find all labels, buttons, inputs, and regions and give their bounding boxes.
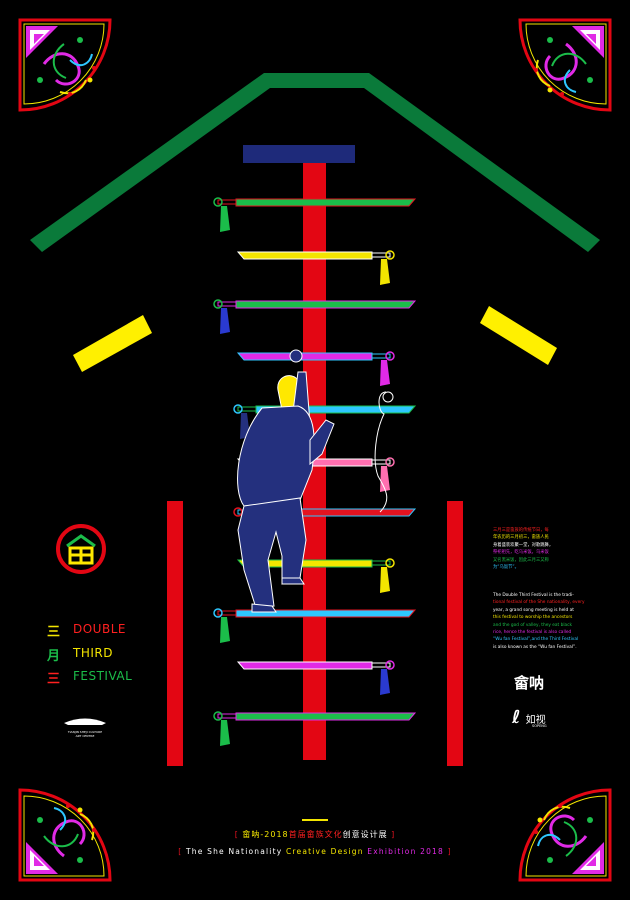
description-en: The Double Third Festival is the tradi- … <box>493 593 585 650</box>
title-char-3: 三 <box>47 672 61 687</box>
corner-ornament-3 <box>18 788 112 882</box>
knife-rung-11 <box>213 711 417 746</box>
roof-shape <box>30 73 600 252</box>
title-word-third: THIRD <box>73 646 113 660</box>
knife-rung-8 <box>236 558 395 593</box>
climbing-figure <box>237 349 335 613</box>
knife-rung-4 <box>236 351 395 386</box>
footer-title-en: [ The She Nationality Creative Design Ex… <box>178 847 452 856</box>
right-window-block <box>480 306 557 365</box>
knife-rung-3 <box>213 299 417 334</box>
knife-rung-10 <box>236 660 395 695</box>
knife-rung-2 <box>236 250 395 285</box>
right-pillar <box>447 501 463 766</box>
title-char-2: 月 <box>47 649 61 664</box>
description-cn: 三月三是畲族的传统节日，每 年农历的三月初三，畲族人民 身着盛装欢聚一堂，对歌跳… <box>493 528 554 571</box>
she-na-logo: 畲呐 <box>514 674 545 692</box>
brand-mark-icon: ℓ <box>512 707 521 728</box>
she-emblem <box>56 524 106 574</box>
lintel-bar <box>243 145 355 163</box>
title-word-festival: FESTIVAL <box>73 669 133 683</box>
brand-logo: ℓ 如视 SOPENG <box>512 707 547 728</box>
corner-ornament-1 <box>18 18 112 112</box>
sponsor-logo: TIANJIN SHEJI CULTURE ART CENTRE <box>62 711 108 738</box>
footer-underline <box>302 819 328 821</box>
knife-rung-1 <box>213 197 417 232</box>
title-word-double: DOUBLE <box>73 622 126 636</box>
footer-title-cn: [ 畲呐-2018首届畲族文化创意设计展 ] <box>234 830 396 839</box>
corner-ornament-2 <box>518 18 612 112</box>
knife-rung-9 <box>213 608 417 643</box>
figure-legs <box>237 497 307 609</box>
corner-ornament-4 <box>518 788 612 882</box>
corner-ornaments <box>18 18 612 882</box>
rope-line <box>374 391 388 513</box>
left-pillar <box>167 501 183 766</box>
title-char-1: 三 <box>47 625 61 640</box>
left-window-block <box>73 315 152 372</box>
sponsor-roof-icon <box>64 718 106 725</box>
figure-torso <box>237 405 315 507</box>
